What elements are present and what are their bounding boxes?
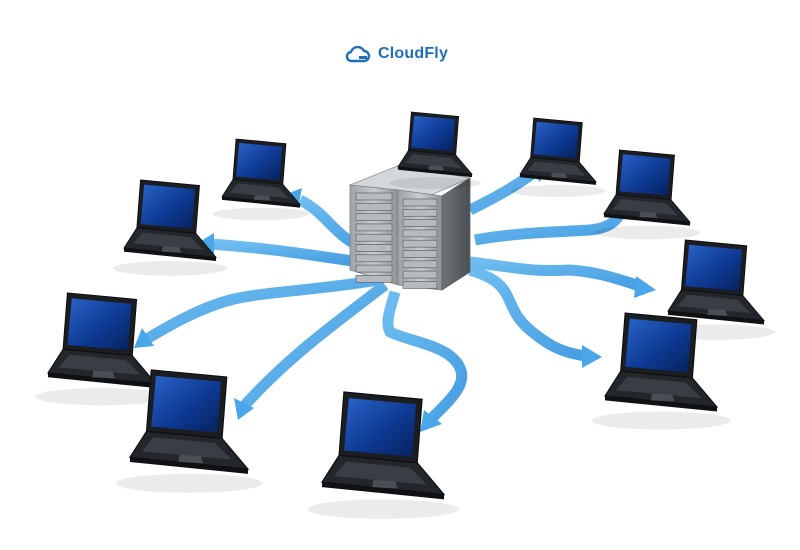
laptop-icon [593,149,701,240]
arrow-to-laptop-3 [209,238,361,268]
arrow-to-laptop-4 [142,274,379,345]
laptop-icon [35,292,169,406]
arrow-to-laptop-9 [474,207,628,246]
arrowhead-laptop-7 [582,345,602,368]
laptop-icon [112,179,228,276]
arrowhead-laptop-8 [634,276,656,298]
arrowhead-laptop-4 [134,328,154,348]
arrowhead-laptop-6 [420,410,442,432]
laptop-icon [115,369,263,493]
laptop-icon [212,138,310,221]
connection-arrows [142,167,642,424]
arrowhead-laptop-5 [234,398,254,420]
arrow-to-laptop-8 [469,256,642,292]
arrow-to-laptop-7 [468,264,586,362]
arrow-to-laptop-6 [382,290,468,424]
brand-name: CloudFly [378,45,449,62]
cloud-icon [345,45,371,63]
laptop-icon [591,312,731,430]
brand-logo: CloudFly [345,44,448,64]
arrow-to-laptop-5 [240,280,389,409]
laptop-icon [307,391,459,519]
laptop-icon [389,111,481,189]
laptop-icon [656,239,776,340]
laptop-icon [510,117,606,198]
